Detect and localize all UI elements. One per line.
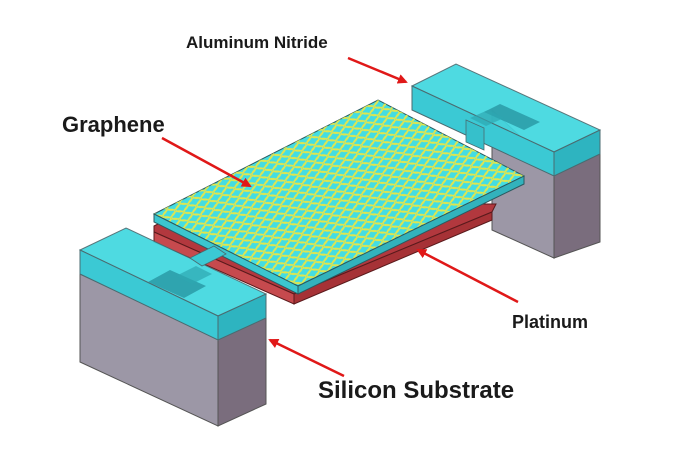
arrow-silicon-substrate — [268, 338, 345, 378]
left-aluminum-nitride-pad — [78, 227, 268, 341]
graphene-label: Graphene — [62, 112, 165, 137]
arrow-graphene — [161, 136, 252, 188]
platinum-label: Platinum — [512, 312, 588, 332]
silicon-substrate-label: Silicon Substrate — [318, 377, 514, 404]
arrow-platinum — [416, 248, 519, 304]
annotation-arrows — [161, 56, 519, 378]
arrow-aluminum-nitride — [347, 56, 408, 84]
aluminum-nitride-label: Aluminum Nitride — [186, 33, 328, 52]
right-aluminum-nitride-pad — [410, 63, 602, 177]
